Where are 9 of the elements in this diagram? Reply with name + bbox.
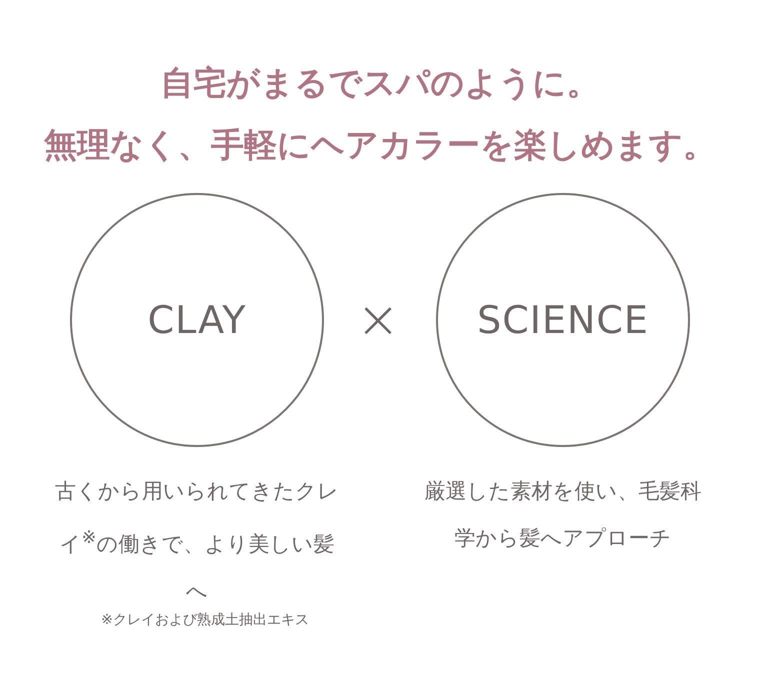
circle-label: CLAY	[148, 298, 246, 342]
title: 自宅がまるでスパのように。無理なく、手軽にヘアカラーを楽しめます。	[42, 62, 717, 166]
circle	[70, 193, 324, 447]
footnote: ※クレイおよび熟成土抽出エキス	[100, 611, 310, 630]
circle	[436, 193, 690, 447]
circle-label: SCIENCE	[477, 298, 649, 342]
description: 古くから用いられてきたクレイ$^{※}$の働きで、より美しい髪へ	[54, 478, 340, 605]
description: 厳選した素材を使い、毛髪科学から髪へアプローチ	[424, 478, 702, 552]
multiply-sign: ×	[355, 289, 401, 352]
